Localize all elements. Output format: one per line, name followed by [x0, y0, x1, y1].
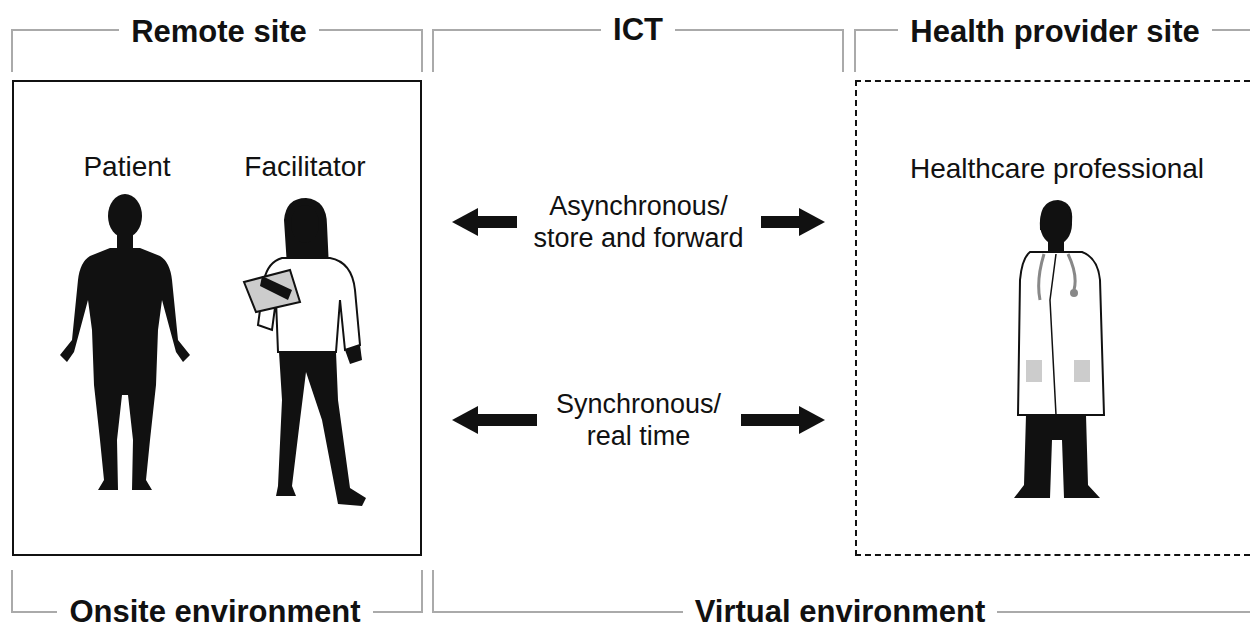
environment-label: Virtual environment — [683, 594, 998, 629]
figure-label: Facilitator — [244, 151, 365, 183]
edge-label: Asynchronous/ store and forward — [517, 188, 761, 257]
edge-label: Synchronous/ real time — [537, 386, 741, 455]
pocket — [1074, 360, 1090, 382]
stethoscope — [1039, 254, 1075, 300]
trousers — [1014, 415, 1100, 498]
provider-site-box: Health provider siteHealthcare professio… — [855, 80, 1250, 556]
coat — [1018, 252, 1104, 415]
figure-label: Patient — [83, 151, 170, 183]
brackets — [12, 30, 1250, 612]
remote-site-box: Remote sitePatientFacilitator — [12, 80, 422, 556]
section-heading: ICT — [601, 12, 675, 48]
head — [1040, 203, 1072, 245]
hand — [345, 345, 362, 364]
environment-label: Onsite environment — [57, 594, 372, 629]
coat-seam — [1050, 254, 1056, 415]
facilitator-figure — [244, 198, 366, 506]
head — [108, 194, 142, 238]
stethoscope-head — [1070, 289, 1078, 297]
trousers — [276, 352, 366, 506]
figure-label: Healthcare professional — [910, 153, 1204, 185]
site-heading: Health provider site — [898, 14, 1211, 50]
clipboard — [244, 270, 300, 312]
patient-figure — [60, 194, 190, 490]
pocket — [1026, 360, 1042, 382]
head — [291, 205, 319, 243]
doctor-figure — [1014, 200, 1104, 498]
site-heading: Remote site — [119, 14, 319, 50]
forearm — [260, 276, 292, 300]
body — [60, 248, 190, 490]
